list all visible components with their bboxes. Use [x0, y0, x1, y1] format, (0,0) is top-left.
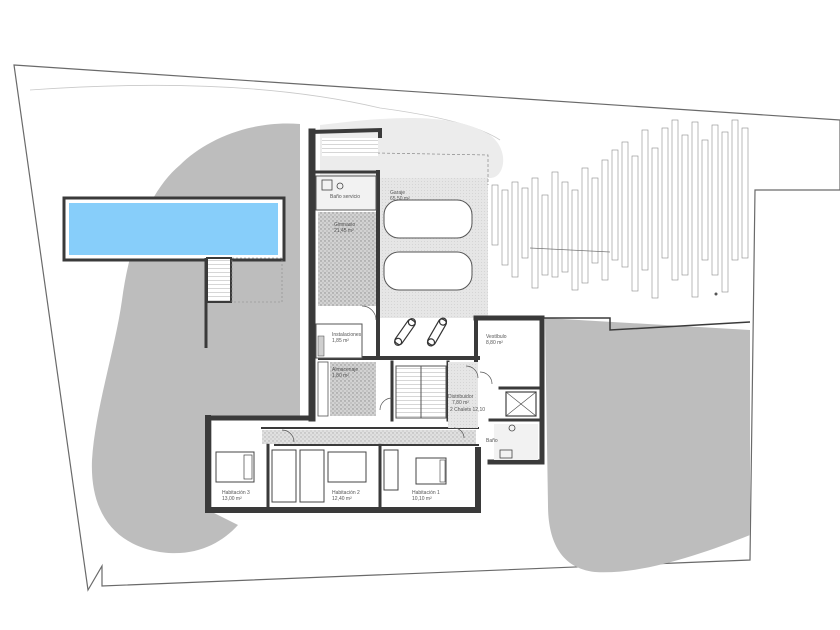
bed-room2 [327, 451, 367, 483]
label-bedroom2-area: 12,40 m² [332, 496, 352, 502]
label-bedroom3-area: 13,00 m² [222, 496, 242, 502]
label-bedroom1: Habitación 1 [412, 490, 440, 496]
label-garage: Garaje [390, 190, 405, 196]
distribution-floor [448, 362, 478, 428]
pillow-room3 [243, 454, 253, 480]
gym-floor [318, 212, 376, 306]
terrace-boundary [488, 317, 751, 331]
label-storage: Almacenaje [332, 367, 358, 373]
wardrobe-room3 [271, 449, 297, 503]
entrance-wall [309, 127, 382, 138]
bathroom [494, 424, 538, 460]
label-storage-area: 1,80 m² [332, 373, 349, 379]
label-distribution: Distribuidor [448, 394, 474, 400]
storage-shelves [317, 361, 329, 417]
car-2 [383, 251, 473, 291]
bath-sink-icon [499, 449, 513, 459]
label-bedroom2: Habitación 2 [332, 490, 360, 496]
corridor-floor [262, 430, 476, 444]
room-labels: Baño servicio Garaje 65,50 m² Gimnasio 2… [222, 190, 507, 502]
garden-right [545, 318, 750, 573]
pool-water [69, 203, 278, 255]
label-bedroom3: Habitación 3 [222, 490, 250, 496]
pool-deck-edge [231, 257, 283, 303]
label-vestibule: Vestíbulo [486, 334, 507, 340]
entrance-stair [322, 138, 378, 156]
vegetation-strips [491, 119, 749, 299]
installations-equipment [317, 335, 325, 357]
door-swings [281, 305, 493, 443]
label-bedroom1-area: 10,10 m² [412, 496, 432, 502]
elevator-x2 [505, 391, 537, 417]
motorbike-2 [426, 317, 448, 347]
label-installations: Instalaciones [332, 332, 362, 338]
pool-steps [206, 257, 232, 303]
storage-floor [330, 362, 376, 416]
label-garage-area: 65,50 m² [390, 196, 410, 202]
car-1 [383, 199, 473, 239]
label-distribution-area: 7,80 m² [452, 400, 469, 406]
service-shower-icon [321, 179, 333, 191]
bath-toilet-icon [508, 424, 516, 432]
wardrobe-room2 [299, 449, 325, 503]
ramp-arrow [529, 247, 611, 253]
label-gym: Gimnasio [334, 222, 355, 228]
label-note: 2 Chalets 12,10 [450, 407, 485, 413]
vestibule-room [480, 322, 538, 384]
walls [205, 128, 545, 513]
label-vestibule-area: 8,80 m² [486, 340, 503, 346]
label-service-bath: Baño servicio [330, 194, 360, 200]
label-installations-area: 1,85 m² [332, 338, 349, 344]
terrace-wash [320, 117, 504, 178]
service-toilet-icon [336, 182, 344, 190]
plot-boundary [13, 64, 840, 592]
survey-point [714, 292, 718, 296]
motorbike-1 [394, 318, 416, 346]
label-bathroom: Baño [486, 438, 498, 444]
label-gym-area: 21,45 m² [334, 228, 354, 234]
service-bath [315, 175, 377, 211]
wardrobe-room2b [383, 449, 399, 491]
pillow-room1 [439, 459, 446, 483]
